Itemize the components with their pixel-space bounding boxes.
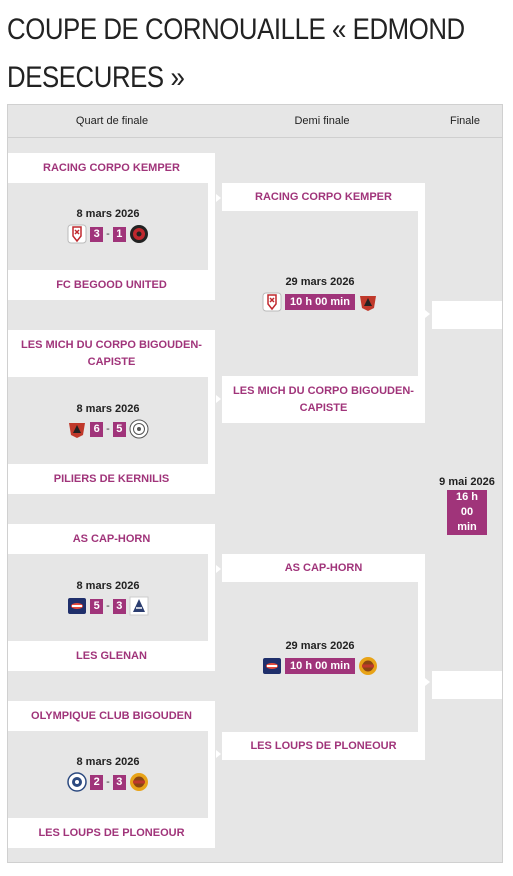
semi-1-time: 10 h 00 min (285, 294, 355, 310)
quarter-3-away-score: 3 (112, 598, 126, 614)
quarter-1-away-score: 1 (112, 226, 126, 242)
final-match: 9 mai 2026 16 h 00 min (432, 476, 502, 535)
quarter-3-away-team[interactable]: LES GLENAN (8, 641, 215, 671)
quarter-1-away-team[interactable]: FC BEGOOD UNITED (8, 270, 215, 300)
les-loups-de-ploneour-logo[interactable] (358, 656, 378, 676)
olympique-club-bigouden-logo[interactable] (67, 772, 87, 792)
final-date: 9 mai 2026 (439, 476, 495, 488)
quarter-3-match: 8 mars 2026 5 - 3 (8, 580, 208, 616)
quarter-2-date: 8 mars 2026 (76, 403, 140, 415)
header-final: Finale (450, 115, 480, 127)
final-time: 16 h 00 min (447, 490, 487, 535)
quarter-2-home-score: 6 (90, 421, 104, 437)
racing-corpo-kemper-logo[interactable] (262, 292, 282, 312)
semi-1-match: 29 mars 2026 10 h 00 min (222, 276, 418, 312)
quarter-3-home-score: 5 (90, 598, 104, 614)
quarter-1-home-team[interactable]: RACING CORPO KEMPER (8, 153, 215, 183)
final-away-slot[interactable] (432, 671, 502, 699)
semi-2-home-team[interactable]: AS CAP-HORN (222, 554, 425, 582)
quarter-2-away-team[interactable]: PILIERS DE KERNILIS (8, 464, 215, 494)
quarter-1-match: 8 mars 2026 3 - 1 (8, 208, 208, 244)
quarter-4-away-team[interactable]: LES LOUPS DE PLONEOUR (8, 818, 215, 848)
as-cap-horn-logo[interactable] (262, 656, 282, 676)
page-title: COUPE DE CORNOUAILLE « EDMOND DESECURES … (7, 13, 465, 94)
quarter-3-date: 8 mars 2026 (76, 580, 140, 592)
quarter-2-away-score: 5 (112, 421, 126, 437)
header-quarter: Quart de finale (75, 115, 149, 127)
semi-1-date: 29 mars 2026 (285, 276, 355, 288)
semi-2-time: 10 h 00 min (285, 658, 355, 674)
fc-begood-united-logo[interactable] (129, 224, 149, 244)
les-glenan-logo[interactable] (129, 596, 149, 616)
semi-1-home-team[interactable]: RACING CORPO KEMPER (222, 183, 425, 211)
header-semi: Demi finale (294, 115, 350, 127)
quarter-4-match: 8 mars 2026 2 - 3 (8, 756, 208, 792)
final-home-slot[interactable] (432, 301, 502, 329)
semi-1-away-team[interactable]: LES MICH DU CORPO BIGOUDEN-CAPISTE (222, 376, 425, 423)
quarter-4-home-score: 2 (90, 774, 104, 790)
quarter-4-date: 8 mars 2026 (76, 756, 140, 768)
as-cap-horn-logo[interactable] (67, 596, 87, 616)
quarter-2-match: 8 mars 2026 6 - 5 (8, 403, 208, 439)
quarter-4-home-team[interactable]: OLYMPIQUE CLUB BIGOUDEN (8, 701, 215, 731)
quarter-3-home-team[interactable]: AS CAP-HORN (8, 524, 215, 554)
racing-corpo-kemper-logo[interactable] (67, 224, 87, 244)
piliers-de-kernilis-logo[interactable] (129, 419, 149, 439)
semi-2-away-team[interactable]: LES LOUPS DE PLONEOUR (222, 732, 425, 760)
les-mich-du-corpo-logo[interactable] (67, 419, 87, 439)
quarter-1-date: 8 mars 2026 (76, 208, 140, 220)
semi-2-date: 29 mars 2026 (285, 640, 355, 652)
les-loups-de-ploneour-logo[interactable] (129, 772, 149, 792)
quarter-2-home-team[interactable]: LES MICH DU CORPO BIGOUDEN-CAPISTE (8, 330, 215, 377)
quarter-1-home-score: 3 (90, 226, 104, 242)
tournament-bracket: Quart de finale Demi finale Finale RACIN… (7, 104, 503, 863)
quarter-4-away-score: 3 (112, 774, 126, 790)
semi-2-match: 29 mars 2026 10 h 00 min (222, 640, 418, 676)
les-mich-du-corpo-logo[interactable] (358, 292, 378, 312)
